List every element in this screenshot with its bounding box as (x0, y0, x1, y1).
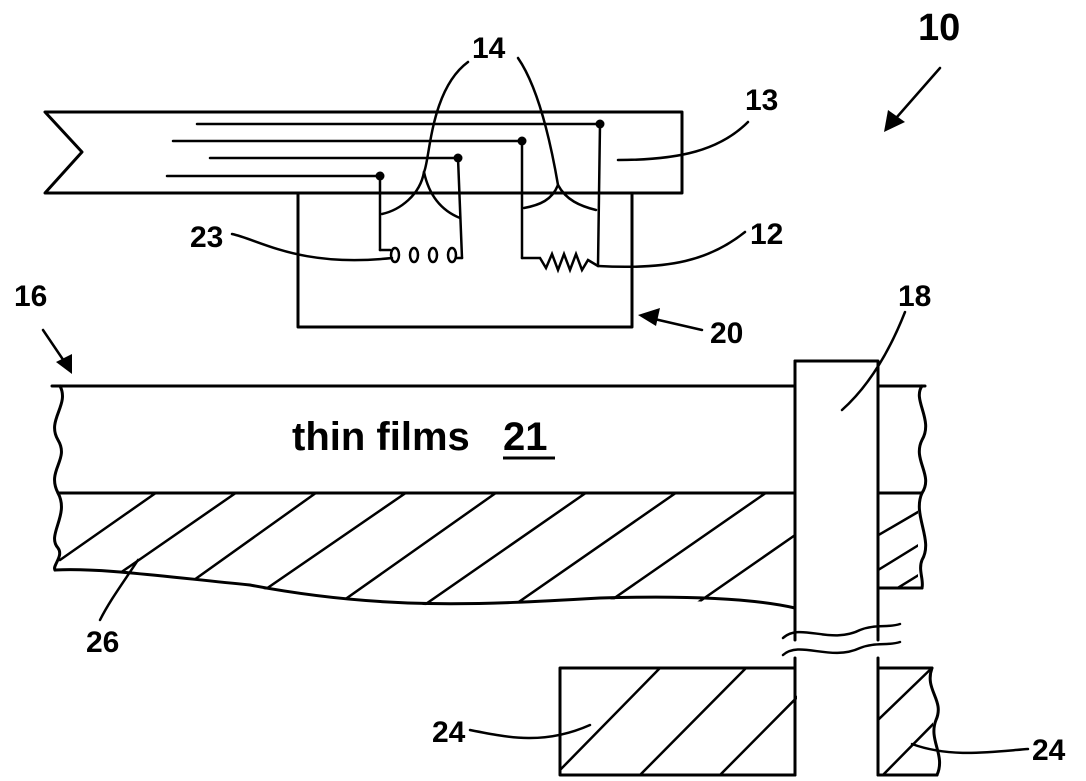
heater-element (520, 250, 600, 274)
label-18: 18 (898, 280, 931, 313)
label-23: 23 (190, 221, 223, 254)
label-13: 13 (745, 84, 778, 117)
base-block (558, 666, 942, 777)
thin-films-text: thin films (292, 415, 470, 459)
substrate-plate (43, 110, 684, 195)
hatched-layer (53, 493, 918, 610)
label-16: 16 (14, 280, 47, 313)
head-block (296, 191, 634, 329)
label-12: 12 (750, 218, 783, 251)
label-26: 26 (86, 626, 119, 659)
traces (165, 119, 605, 268)
thin-film-layer (50, 384, 928, 590)
sensor-element (378, 246, 464, 264)
label-20: 20 (710, 317, 743, 350)
leads-14-callouts (380, 56, 598, 220)
label-24-left: 24 (432, 716, 466, 749)
label-14: 14 (472, 32, 506, 65)
labels: 10 13 14 23 12 20 16 18 26 24 24 thin fi… (14, 7, 1066, 767)
thin-films-numeral: 21 (503, 415, 548, 459)
post (781, 359, 902, 777)
callout-leaders (41, 66, 1030, 755)
label-24-right: 24 (1032, 734, 1066, 767)
label-10: 10 (918, 7, 960, 49)
